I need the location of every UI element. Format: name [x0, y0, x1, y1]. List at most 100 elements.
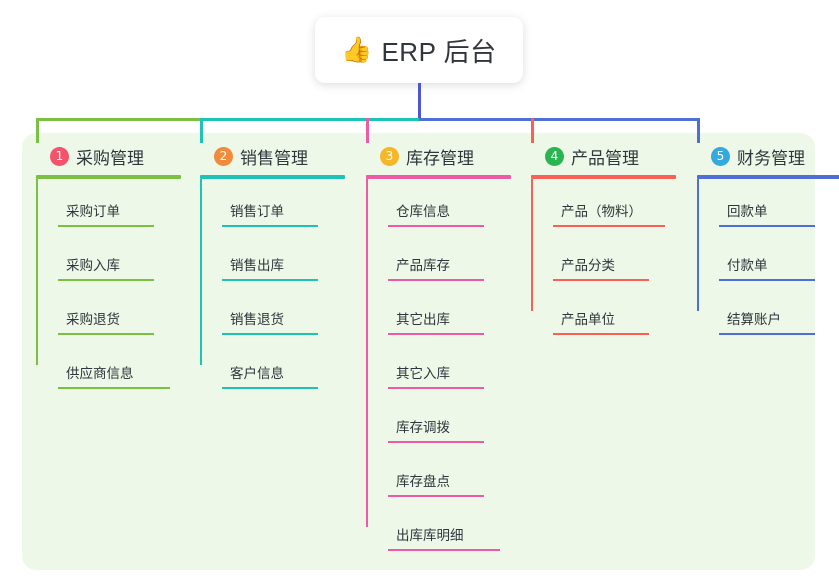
branch-header-财务管理[interactable]: 5 财务管理: [697, 143, 839, 169]
branch-column-4: 4 产品管理产品（物料） 产品分类产品单位: [531, 143, 676, 339]
branch-item[interactable]: 销售出库: [222, 257, 318, 281]
branch-header-产品管理[interactable]: 4 产品管理: [531, 143, 676, 169]
branch-header-label: 采购管理: [76, 148, 144, 168]
branch-item[interactable]: 库存调拨: [388, 419, 484, 443]
trunk-connector: [418, 83, 421, 120]
branch-item-label: 供应商信息: [66, 366, 134, 381]
branch-item[interactable]: 产品单位: [553, 311, 649, 335]
root-node-title: ERP 后台: [381, 36, 497, 67]
branch-item[interactable]: 销售订单: [222, 203, 318, 227]
branch-item[interactable]: 产品库存: [388, 257, 484, 281]
branch-item-rule: [388, 495, 484, 497]
branch-item[interactable]: 结算账户: [719, 311, 815, 335]
branch-item[interactable]: 销售退货: [222, 311, 318, 335]
branch-item[interactable]: 产品分类: [553, 257, 649, 281]
branch-item-rule: [222, 279, 318, 281]
branch-header-rule: [697, 175, 839, 179]
branch-header-label: 销售管理: [240, 148, 308, 168]
branch-item-rule: [719, 225, 815, 227]
branch-header-label: 财务管理: [737, 148, 805, 168]
branch-item-rule: [719, 333, 815, 335]
branch-spine: [36, 179, 38, 365]
branch-item-rule: [388, 279, 484, 281]
branch-item-label: 采购订单: [66, 204, 120, 219]
branch-item[interactable]: 库存盘点: [388, 473, 484, 497]
branch-header-label: 库存管理: [406, 148, 474, 168]
thumbs-up-icon: 👍: [341, 35, 373, 64]
branch-header-rule: [531, 175, 676, 179]
branch-item-label: 仓库信息: [396, 204, 450, 219]
branch-column-3: 3 库存管理仓库信息产品库存其它出库其它入库库存调拨库存盘点出库库明细: [366, 143, 511, 555]
branch-item-label: 结算账户: [727, 312, 781, 327]
branch-item[interactable]: 采购订单: [58, 203, 154, 227]
branch-item[interactable]: 出库库明细: [388, 527, 500, 551]
branch-item-label: 采购退货: [66, 312, 120, 327]
branch-item-rule: [388, 441, 484, 443]
branch-item-rule: [222, 333, 318, 335]
branch-item[interactable]: 仓库信息: [388, 203, 484, 227]
bus-segment-3: [419, 118, 699, 121]
drop-connector-3: [366, 118, 369, 143]
branch-item-label: 出库库明细: [396, 528, 464, 543]
branch-item-rule: [388, 387, 484, 389]
branch-index-badge: 5: [711, 146, 730, 166]
branch-item[interactable]: 采购入库: [58, 257, 154, 281]
bus-segment-2: [200, 118, 419, 121]
branch-item-label: 库存盘点: [396, 474, 450, 489]
branch-item-label: 产品分类: [561, 258, 615, 273]
branch-item-label: 产品（物料）: [561, 204, 642, 219]
branch-item-rule: [553, 225, 665, 227]
drop-connector-2: [200, 118, 203, 143]
branch-item[interactable]: 产品（物料）: [553, 203, 665, 227]
branch-index-badge: 3: [380, 146, 399, 166]
diagram-background-panel: [22, 133, 815, 570]
branch-item-label: 销售订单: [230, 204, 284, 219]
branch-header-库存管理[interactable]: 3 库存管理: [366, 143, 511, 169]
branch-item[interactable]: 客户信息: [222, 365, 318, 389]
branch-item-rule: [553, 333, 649, 335]
branch-item-rule: [388, 333, 484, 335]
branch-item[interactable]: 采购退货: [58, 311, 154, 335]
branch-header-rule: [36, 175, 181, 179]
root-node-erp-backend[interactable]: 👍 ERP 后台: [315, 17, 523, 83]
branch-item-label: 销售出库: [230, 258, 284, 273]
branch-item[interactable]: 供应商信息: [58, 365, 170, 389]
branch-index-badge: 4: [545, 146, 564, 166]
branch-item-rule: [719, 279, 815, 281]
branch-header-rule: [200, 175, 345, 179]
branch-item-rule: [222, 225, 318, 227]
branch-item-rule: [58, 387, 170, 389]
bus-segment-1: [36, 118, 200, 121]
branch-spine: [697, 179, 699, 311]
branch-column-5: 5 财务管理回款单付款单结算账户: [697, 143, 839, 339]
branch-item-label: 库存调拨: [396, 420, 450, 435]
branch-items-container: 仓库信息产品库存其它出库其它入库库存调拨库存盘点出库库明细: [366, 179, 511, 555]
branch-spine: [531, 179, 533, 311]
drop-connector-5: [697, 118, 700, 143]
branch-item[interactable]: 其它出库: [388, 311, 484, 335]
branch-spine: [200, 179, 202, 365]
branch-item-label: 其它出库: [396, 312, 450, 327]
branch-item[interactable]: 付款单: [719, 257, 815, 281]
root-node-content: 👍 ERP 后台: [341, 32, 496, 69]
branch-item-label: 销售退货: [230, 312, 284, 327]
branch-item-label: 产品库存: [396, 258, 450, 273]
branch-spine: [366, 179, 368, 527]
branch-items-container: 产品（物料） 产品分类产品单位: [531, 179, 676, 339]
branch-item-rule: [388, 549, 500, 551]
branch-item-rule: [222, 387, 318, 389]
branch-item-label: 其它入库: [396, 366, 450, 381]
branch-header-label: 产品管理: [571, 148, 639, 168]
branch-item-rule: [388, 225, 484, 227]
branch-items-container: 销售订单销售出库销售退货客户信息: [200, 179, 345, 393]
drop-connector-4: [531, 118, 534, 143]
branch-header-rule: [366, 175, 511, 179]
branch-item[interactable]: 回款单: [719, 203, 815, 227]
branch-item-rule: [58, 225, 154, 227]
branch-item[interactable]: 其它入库: [388, 365, 484, 389]
branch-item-rule: [58, 279, 154, 281]
